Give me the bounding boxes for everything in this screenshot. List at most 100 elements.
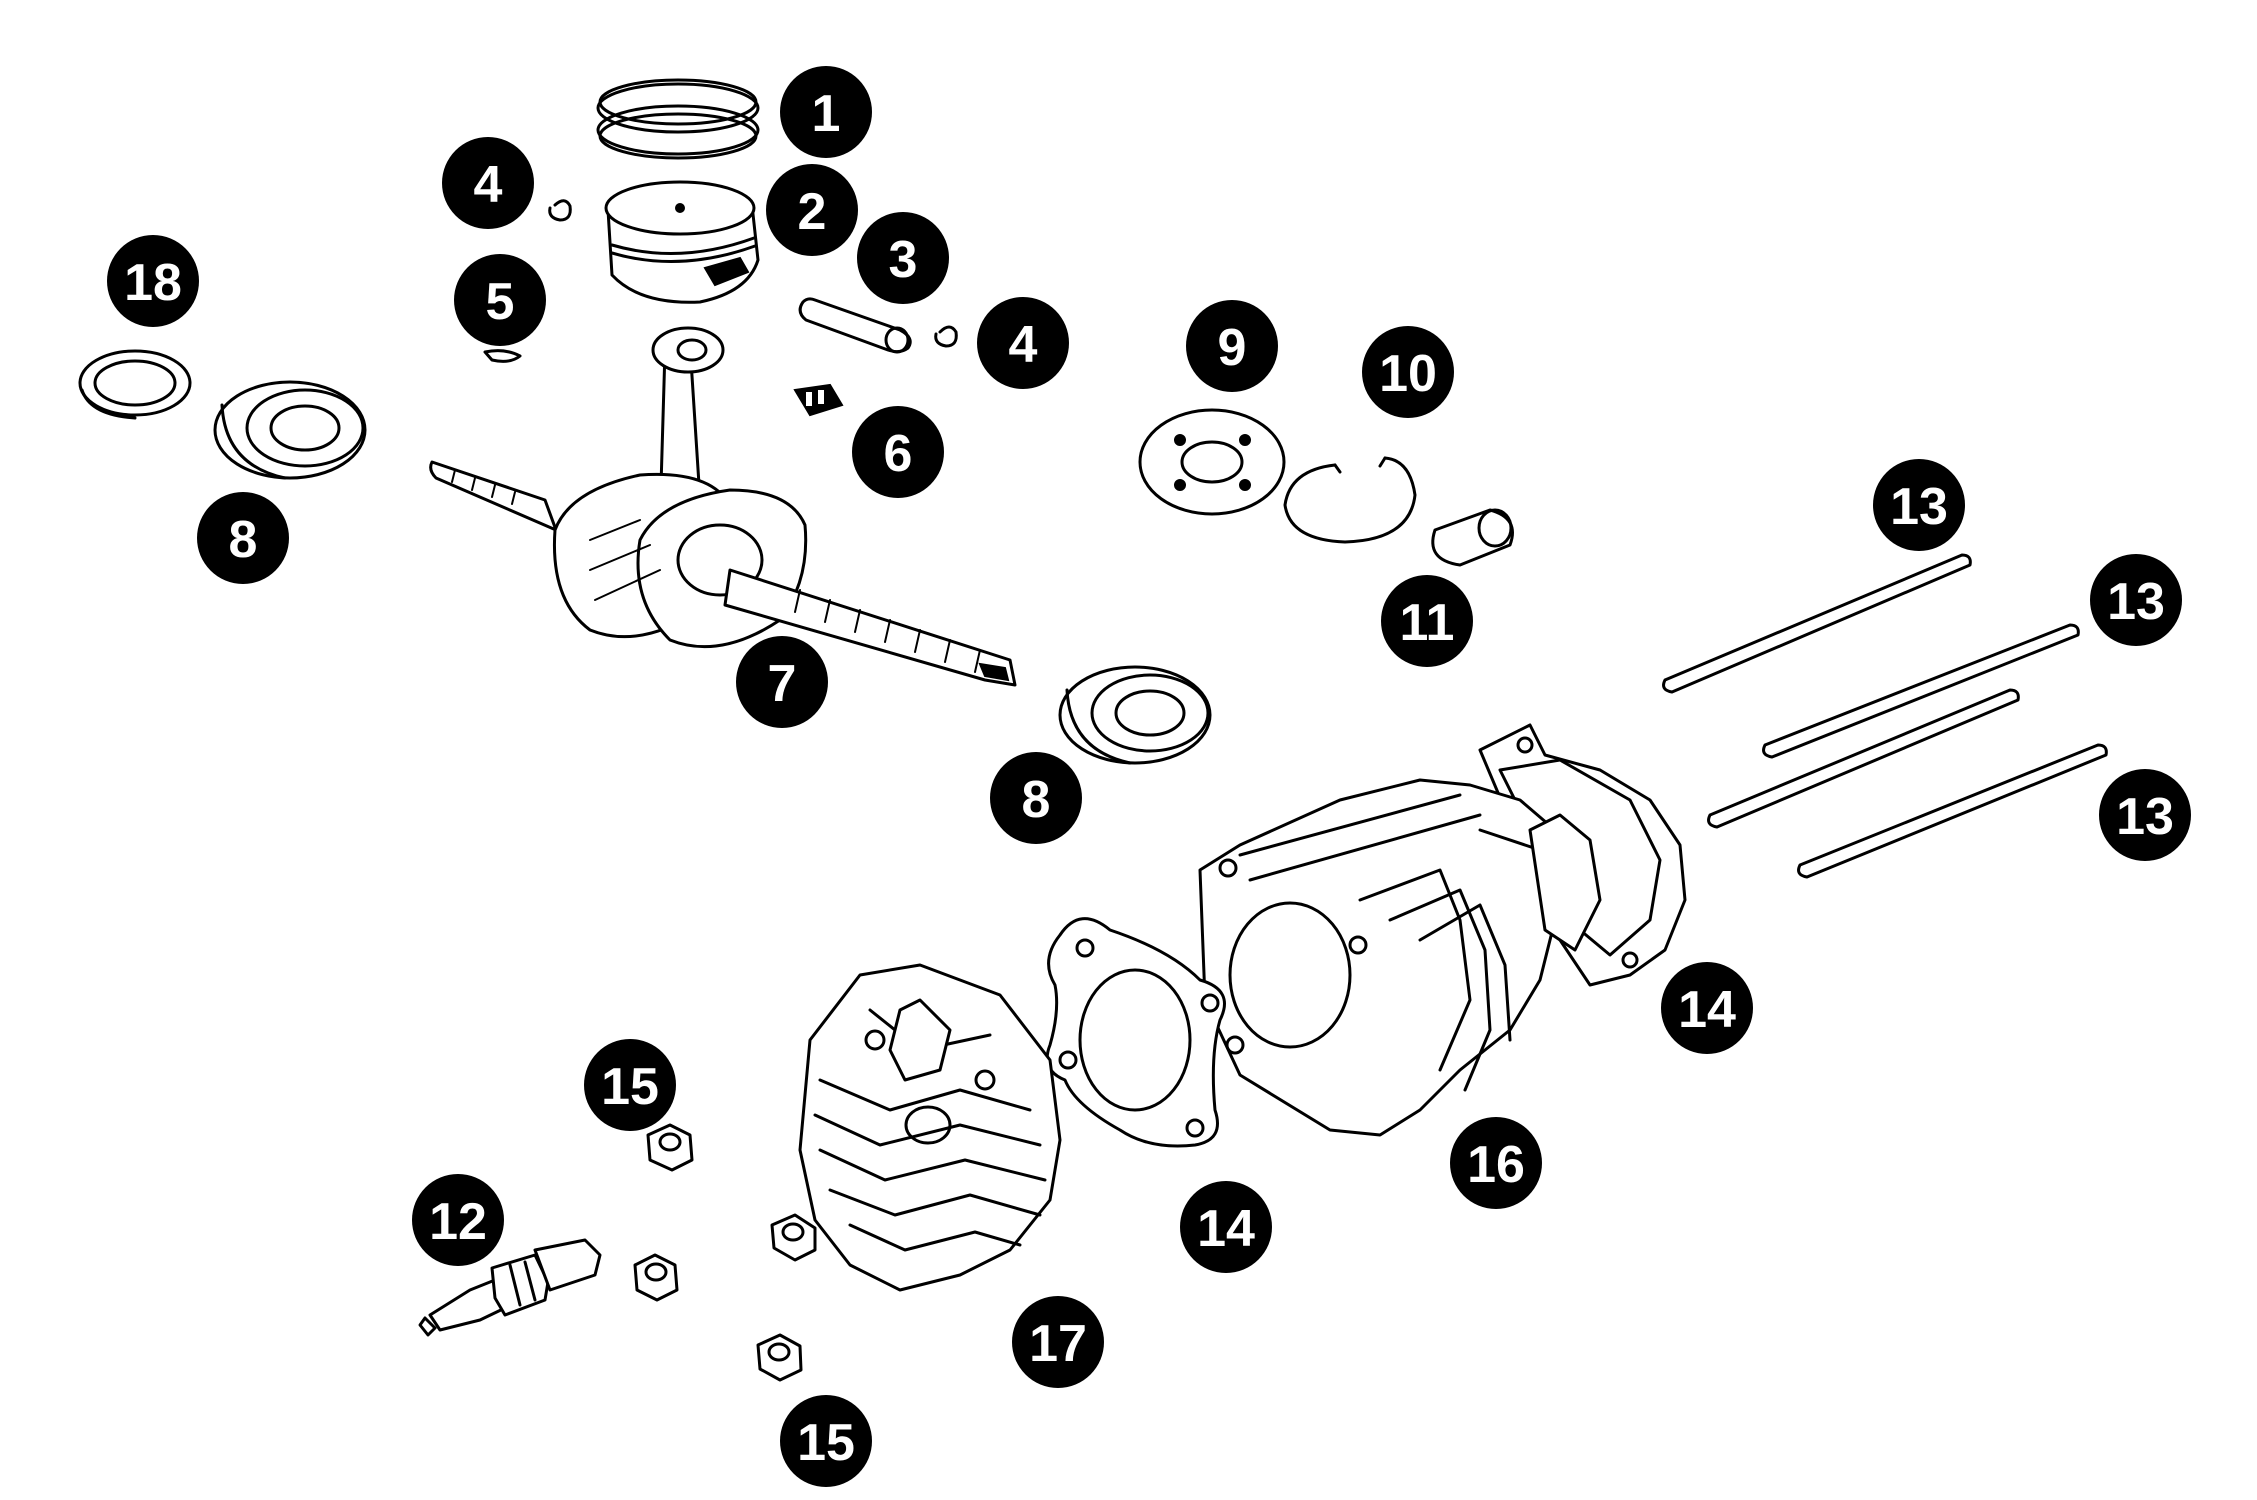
part-bushing [1431, 508, 1514, 567]
part-cylinder-head [798, 963, 1062, 1292]
part-stud-4 [1797, 743, 2108, 879]
part-nut-1 [646, 1123, 694, 1172]
callout-number: 12 [429, 1193, 487, 1251]
callout-number: 15 [797, 1414, 855, 1472]
part-small-clip [483, 349, 522, 363]
callout-3: 3 [857, 212, 949, 304]
callout-5: 5 [454, 254, 546, 346]
callout-circle [1012, 1296, 1104, 1388]
callout-circle [107, 235, 199, 327]
callout-number: 4 [1009, 316, 1038, 374]
callout-number: 16 [1467, 1136, 1525, 1194]
part-circlip-right [934, 325, 958, 348]
callout-circle [766, 164, 858, 256]
callout-circle [990, 752, 1082, 844]
callout-number: 18 [124, 254, 182, 312]
callout-number: 4 [474, 156, 503, 214]
callout-number: 6 [884, 425, 913, 483]
callout-circle [1450, 1117, 1542, 1209]
callout-circle [780, 1395, 872, 1487]
callout-14: 14 [1661, 962, 1753, 1054]
part-nut-3 [770, 1213, 817, 1262]
callout-15: 15 [584, 1039, 676, 1131]
callout-number: 3 [889, 231, 918, 289]
part-stud-2 [1762, 623, 2080, 759]
part-stud-1 [1662, 553, 1972, 694]
part-bearing-plate [1138, 408, 1286, 516]
callout-13: 13 [1873, 459, 1965, 551]
part-nut-4 [756, 1333, 803, 1382]
callout-number: 14 [1678, 981, 1736, 1039]
part-piston-rings [596, 78, 760, 160]
callout-number: 8 [229, 511, 258, 569]
callout-circle [584, 1039, 676, 1131]
callout-number: 17 [1029, 1315, 1087, 1373]
callout-circle [1873, 459, 1965, 551]
part-retaining-ring [1283, 456, 1417, 544]
callout-number: 5 [486, 273, 515, 331]
callout-number: 9 [1218, 319, 1247, 377]
callout-number: 10 [1379, 345, 1437, 403]
part-piston-pin [798, 297, 912, 354]
callout-circle [1661, 962, 1753, 1054]
callout-number: 15 [601, 1058, 659, 1116]
part-piston [604, 180, 760, 304]
callout-number: 1 [812, 85, 841, 143]
callout-4: 4 [977, 297, 1069, 389]
part-cylinder [1198, 778, 1602, 1137]
callout-16: 16 [1450, 1117, 1542, 1209]
part-nut-2 [633, 1253, 679, 1302]
callout-circle [197, 492, 289, 584]
part-stud-3 [1707, 688, 2020, 829]
callout-2: 2 [766, 164, 858, 256]
callout-circle [412, 1174, 504, 1266]
callout-number: 7 [768, 655, 797, 713]
callout-1: 1 [780, 66, 872, 158]
part-spark-plug [418, 1238, 602, 1337]
part-bearing-right [1058, 665, 1212, 765]
callout-circle [1180, 1181, 1272, 1273]
callout-number: 8 [1022, 771, 1051, 829]
callout-circle [977, 297, 1069, 389]
callout-8: 8 [197, 492, 289, 584]
callout-number: 13 [2107, 573, 2165, 631]
callout-17: 17 [1012, 1296, 1104, 1388]
part-head-gasket [1045, 917, 1226, 1148]
callout-9: 9 [1186, 300, 1278, 392]
part-oil-seal [78, 349, 192, 420]
callout-number: 14 [1197, 1200, 1255, 1258]
callout-number: 13 [2116, 788, 2174, 846]
callout-4: 4 [442, 137, 534, 229]
callout-circle [780, 66, 872, 158]
part-circlip-left [548, 199, 572, 222]
callout-12: 12 [412, 1174, 504, 1266]
callout-7: 7 [736, 636, 828, 728]
callout-circle [852, 406, 944, 498]
callout-circle [2099, 769, 2191, 861]
callout-8: 8 [990, 752, 1082, 844]
part-crankshaft [429, 326, 1017, 687]
callout-6: 6 [852, 406, 944, 498]
callout-circle [442, 137, 534, 229]
callout-circle [454, 254, 546, 346]
callout-circle [1381, 575, 1473, 667]
callout-number: 2 [798, 183, 827, 241]
callout-circle [857, 212, 949, 304]
callout-circle [1186, 300, 1278, 392]
callout-number: 11 [1400, 594, 1455, 652]
callout-circle [736, 636, 828, 728]
callout-circle [2090, 554, 2182, 646]
part-bearing-left [213, 380, 367, 480]
callout-18: 18 [107, 235, 199, 327]
callout-14: 14 [1180, 1181, 1272, 1273]
callout-circle [1362, 326, 1454, 418]
callout-13: 13 [2099, 769, 2191, 861]
part-needle-bearing [793, 383, 844, 417]
callout-13: 13 [2090, 554, 2182, 646]
callout-15: 15 [780, 1395, 872, 1487]
callout-number: 13 [1890, 478, 1948, 536]
callout-11: 11 [1381, 575, 1473, 667]
callout-10: 10 [1362, 326, 1454, 418]
